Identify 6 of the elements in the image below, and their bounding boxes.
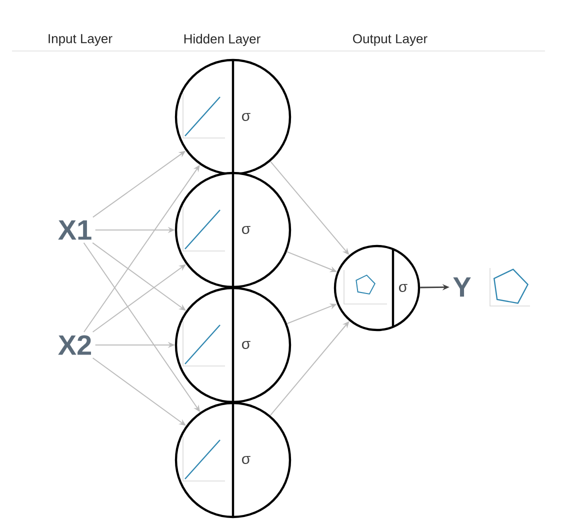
layer-heading: Input Layer [48,34,112,46]
layer-heading: Hidden Layer [184,34,260,46]
variable-label: X2 [58,335,91,355]
variable-label: Y [453,277,471,297]
layer-heading: Output Layer [353,34,428,46]
variable-label: X1 [58,220,92,240]
